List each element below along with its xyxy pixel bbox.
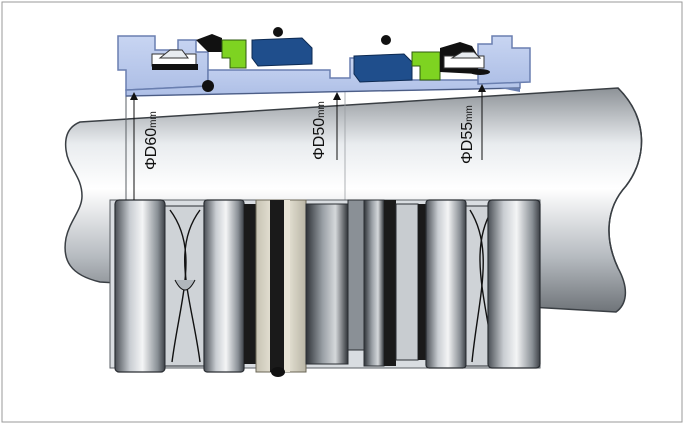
right-mid-ring: [425, 199, 467, 369]
dimension-arrows: [130, 84, 486, 200]
dim-main: D55: [459, 122, 476, 151]
cream-ring-oring: [270, 200, 284, 372]
svg-text:ΦD55mm: ΦD55mm: [459, 105, 476, 164]
svg-text:ΦD60mm: ΦD60mm: [143, 111, 160, 170]
left-oring-strip: [152, 64, 198, 70]
dimension-label-d60: ΦD60mm: [143, 111, 160, 170]
right-gland-housing: [477, 35, 531, 85]
left-seal-seat-black: [196, 34, 222, 52]
seal-cross-section: [117, 27, 531, 97]
dim-main: D50: [311, 118, 328, 147]
ring-stack: [109, 199, 541, 377]
dim-symbol: Φ: [311, 147, 328, 160]
left-spring-block: [251, 37, 313, 67]
dim-unit: mm: [464, 105, 475, 122]
left-green-seat: [221, 39, 247, 69]
left-bottom-oring: [202, 80, 214, 92]
left-black-band: [244, 204, 256, 364]
svg-text:ΦD50mm: ΦD50mm: [311, 101, 328, 160]
dimension-label-d50: ΦD50mm: [311, 101, 328, 160]
dim-symbol: Φ: [143, 157, 160, 170]
right-top-oring: [381, 35, 391, 45]
right-outer-ring: [487, 199, 541, 369]
right-spring-block: [353, 53, 413, 83]
dim-symbol: Φ: [459, 151, 476, 164]
left-outer-ring: [114, 199, 166, 373]
dim-main: D60: [143, 128, 160, 157]
left-top-oring: [273, 27, 283, 37]
center-ring: [305, 203, 349, 365]
dim-unit: mm: [148, 111, 159, 128]
dimension-label-d55: ΦD55mm: [459, 105, 476, 164]
left-mid-ring: [203, 199, 245, 373]
dim-unit: mm: [316, 101, 327, 118]
right-blue-ring: [363, 199, 385, 367]
right-black-band: [384, 200, 396, 366]
